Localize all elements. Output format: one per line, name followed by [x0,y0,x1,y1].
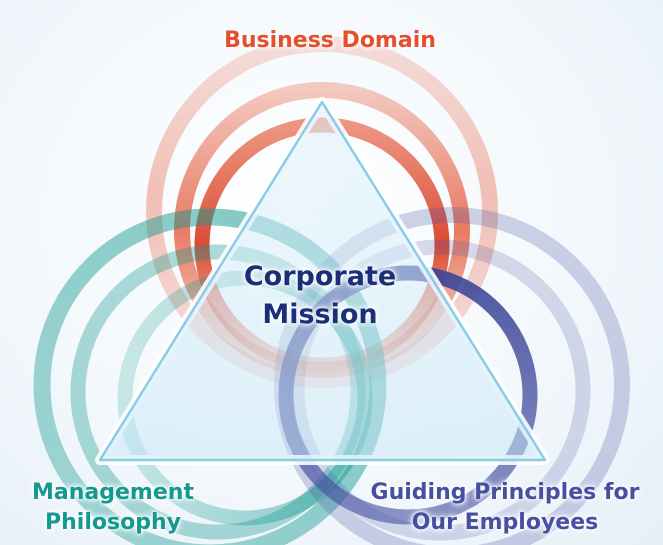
guiding-principles-line-2: Our Employees [411,510,599,535]
corporate-mission-label: Corporate Mission [200,258,440,334]
corporate-mission-line-1: Corporate [243,261,397,292]
triangle-body [98,100,547,462]
management-philosophy-line-2: Philosophy [45,510,181,535]
management-philosophy-label: Management Philosophy [8,478,218,538]
guiding-principles-line-1: Guiding Principles for [370,480,640,505]
business-domain-label: Business Domain [160,28,500,53]
corporate-mission-line-2: Mission [262,299,378,330]
business-domain-text: Business Domain [224,28,436,53]
guiding-principles-label: Guiding Principles for Our Employees [350,478,660,538]
management-philosophy-line-1: Management [32,480,194,505]
mission-triangle [95,97,550,465]
